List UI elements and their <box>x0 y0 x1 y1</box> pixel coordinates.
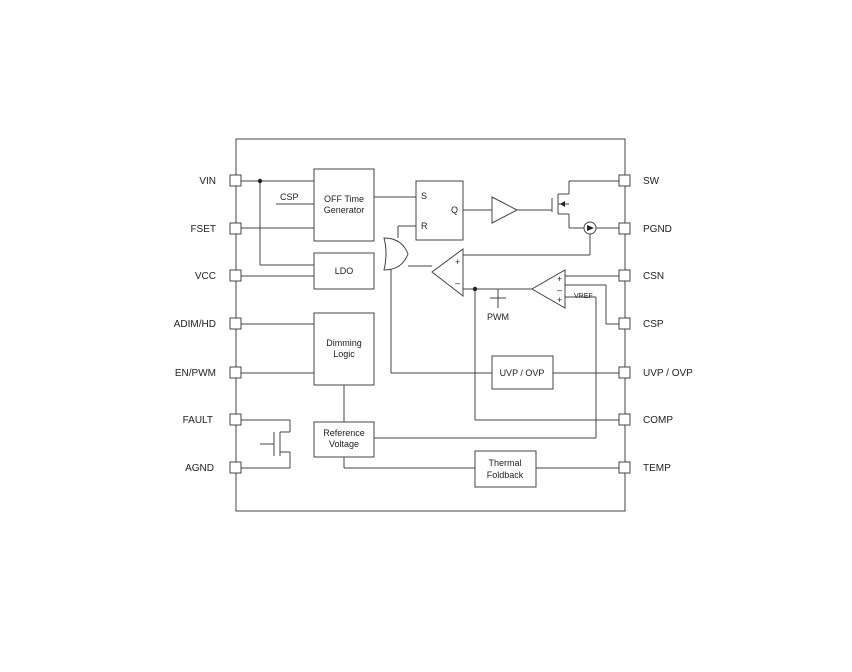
pin-vcc[interactable]: VCC <box>195 269 242 282</box>
off-time-line2: Generator <box>324 205 365 215</box>
pin-label-fset: FSET <box>190 224 216 235</box>
off-time-generator-block: OFF Time Generator <box>313 168 375 242</box>
pin-label-temp: TEMP <box>643 463 671 474</box>
pin-csp[interactable]: CSP <box>618 317 664 330</box>
junction-comp <box>472 286 478 292</box>
wires <box>241 180 619 469</box>
pin-label-agnd: AGND <box>185 463 214 474</box>
sr-flipflop-block: S R Q <box>415 180 464 241</box>
flipflop-s: S <box>421 191 427 201</box>
pin-temp[interactable]: TEMP <box>618 461 671 474</box>
pin-sw[interactable]: SW <box>618 174 660 187</box>
pin-label-pgnd: PGND <box>643 224 672 235</box>
ldo-block: LDO <box>313 252 375 290</box>
pin-fset[interactable]: FSET <box>190 222 242 235</box>
pin-enpwm[interactable]: EN/PWM <box>175 366 242 379</box>
pin-csn[interactable]: CSN <box>618 269 664 282</box>
dimming-line2: Logic <box>333 349 355 359</box>
reference-voltage-block: Reference Voltage <box>313 421 375 458</box>
pin-label-adimhd: ADIM/HD <box>174 319 216 330</box>
pin-agnd[interactable]: AGND <box>185 461 242 474</box>
pin-label-vcc: VCC <box>195 271 216 282</box>
pin-pgnd[interactable]: PGND <box>618 222 672 235</box>
amp-plus-1: + <box>557 274 562 284</box>
flipflop-q: Q <box>451 205 458 215</box>
current-sense-icon <box>583 221 597 235</box>
pin-label-vin: VIN <box>199 176 216 187</box>
pin-label-fault: FAULT <box>183 415 213 426</box>
pin-label-uvpovp: UVP / OVP <box>643 368 693 379</box>
amp-plus-2: + <box>557 295 562 305</box>
pin-adimhd[interactable]: ADIM/HD <box>174 317 242 330</box>
reference-line2: Voltage <box>329 439 359 449</box>
flipflop-r: R <box>421 221 428 231</box>
pin-label-sw: SW <box>643 176 660 187</box>
ldo-label: LDO <box>335 266 354 276</box>
thermal-line1: Thermal <box>488 458 521 468</box>
pwm-comparator: + – <box>431 248 464 298</box>
thermal-foldback-block: Thermal Foldback <box>474 450 537 488</box>
pin-comp[interactable]: COMP <box>618 413 673 426</box>
uvp-ovp-block: UVP / OVP <box>491 355 554 390</box>
comparator-plus: + <box>455 257 460 267</box>
csp-input-label: CSP <box>280 192 299 202</box>
gate-driver-buffer <box>491 196 519 224</box>
pwm-switch-label: PWM <box>487 312 509 322</box>
current-sense-amplifier: + – + <box>530 269 566 309</box>
dimming-line1: Dimming <box>326 338 362 348</box>
vref-label: VREF <box>574 293 593 300</box>
dimming-logic-block: Dimming Logic <box>313 312 375 386</box>
pin-label-csn: CSN <box>643 271 664 282</box>
pin-label-csp: CSP <box>643 319 664 330</box>
amp-minus: – <box>557 285 562 295</box>
off-time-line1: OFF Time <box>324 194 364 204</box>
comparator-minus: – <box>455 278 460 288</box>
pin-label-enpwm: EN/PWM <box>175 368 216 379</box>
pin-fault[interactable]: FAULT <box>183 413 242 426</box>
pin-vin[interactable]: VIN <box>199 174 242 187</box>
power-mosfet <box>551 193 569 215</box>
uvp-ovp-block-label: UVP / OVP <box>500 368 545 378</box>
thermal-line2: Foldback <box>487 470 524 480</box>
reference-line1: Reference <box>323 428 365 438</box>
pin-label-comp: COMP <box>643 415 673 426</box>
or-gate <box>383 237 409 271</box>
junction-vin <box>257 178 263 184</box>
pin-uvpovp[interactable]: UVP / OVP <box>618 366 693 379</box>
